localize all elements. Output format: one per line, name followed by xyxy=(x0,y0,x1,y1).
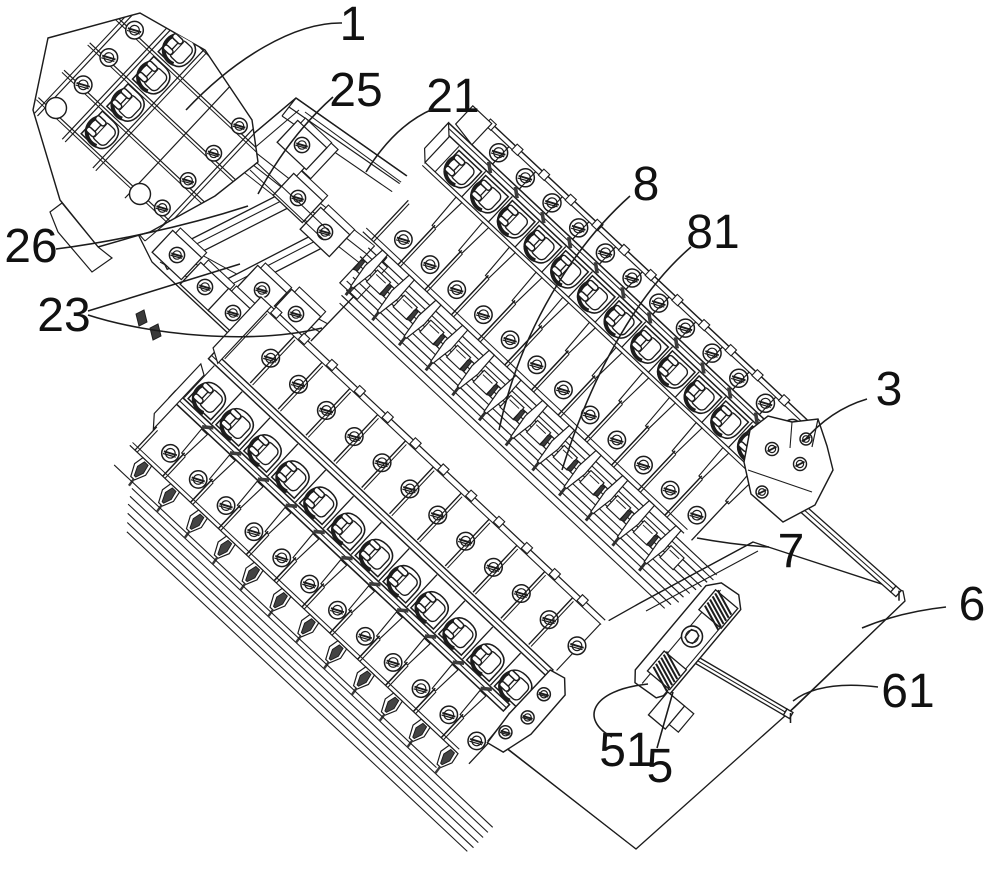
svg-text:7: 7 xyxy=(778,525,805,578)
svg-text:26: 26 xyxy=(4,220,57,273)
svg-text:23: 23 xyxy=(37,289,90,342)
svg-text:1: 1 xyxy=(340,0,367,51)
svg-text:6: 6 xyxy=(959,578,986,631)
svg-text:51: 51 xyxy=(599,724,652,777)
svg-text:21: 21 xyxy=(426,70,479,123)
svg-text:3: 3 xyxy=(876,363,903,416)
svg-text:8: 8 xyxy=(633,158,660,211)
svg-text:61: 61 xyxy=(881,665,934,718)
svg-text:81: 81 xyxy=(686,206,739,259)
svg-text:25: 25 xyxy=(329,64,382,117)
svg-text:5: 5 xyxy=(647,740,674,793)
